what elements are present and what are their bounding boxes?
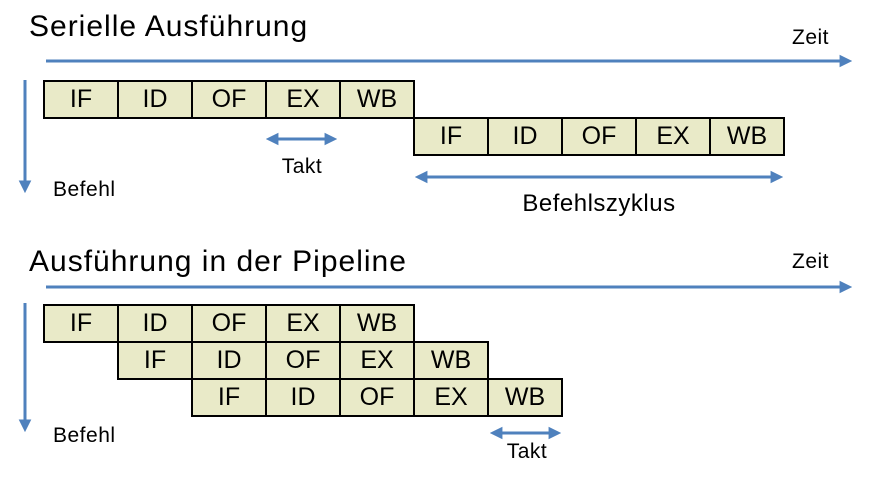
stage-cell-wb: WB <box>339 304 415 343</box>
stage-cell-id: ID <box>191 341 267 380</box>
serial-instruction-row-2: IF ID OF EX WB <box>413 117 785 156</box>
stage-cell-of: OF <box>265 341 341 380</box>
clock-label-serial: Takt <box>281 155 323 178</box>
serial-instruction-row-1: IF ID OF EX WB <box>43 80 415 119</box>
time-axis-label-pipeline: Zeit <box>792 250 830 273</box>
stage-cell-ex: EX <box>339 341 415 380</box>
stage-cell-of: OF <box>191 80 267 119</box>
stage-cell-ex: EX <box>265 304 341 343</box>
stage-cell-ex: EX <box>635 117 711 156</box>
serial-section-title: Serielle Ausführung <box>29 10 309 43</box>
stage-cell-of: OF <box>191 304 267 343</box>
stage-cell-if: IF <box>191 378 267 417</box>
pipeline-instruction-row-1: IF ID OF EX WB <box>43 304 415 343</box>
stage-cell-wb: WB <box>339 80 415 119</box>
stage-cell-if: IF <box>43 80 119 119</box>
stage-cell-wb: WB <box>413 341 489 380</box>
stage-cell-if: IF <box>117 341 193 380</box>
instruction-axis-label-serial: Befehl <box>53 178 116 201</box>
stage-cell-ex: EX <box>265 80 341 119</box>
stage-cell-wb: WB <box>487 378 563 417</box>
stage-cell-of: OF <box>561 117 637 156</box>
stage-cell-ex: EX <box>413 378 489 417</box>
stage-cell-if: IF <box>413 117 489 156</box>
stage-cell-wb: WB <box>709 117 785 156</box>
stage-cell-id: ID <box>487 117 563 156</box>
clock-label-pipeline: Takt <box>506 440 548 463</box>
pipeline-section-title: Ausführung in der Pipeline <box>29 245 407 278</box>
stage-cell-id: ID <box>117 304 193 343</box>
pipeline-instruction-row-3: IF ID OF EX WB <box>191 378 563 417</box>
stage-cell-id: ID <box>265 378 341 417</box>
instruction-axis-label-pipeline: Befehl <box>53 424 116 447</box>
instruction-cycle-label: Befehlszyklus <box>522 190 676 217</box>
stage-cell-id: ID <box>117 80 193 119</box>
stage-cell-of: OF <box>339 378 415 417</box>
time-axis-label-serial: Zeit <box>792 26 830 49</box>
pipeline-instruction-row-2: IF ID OF EX WB <box>117 341 489 380</box>
stage-cell-if: IF <box>43 304 119 343</box>
